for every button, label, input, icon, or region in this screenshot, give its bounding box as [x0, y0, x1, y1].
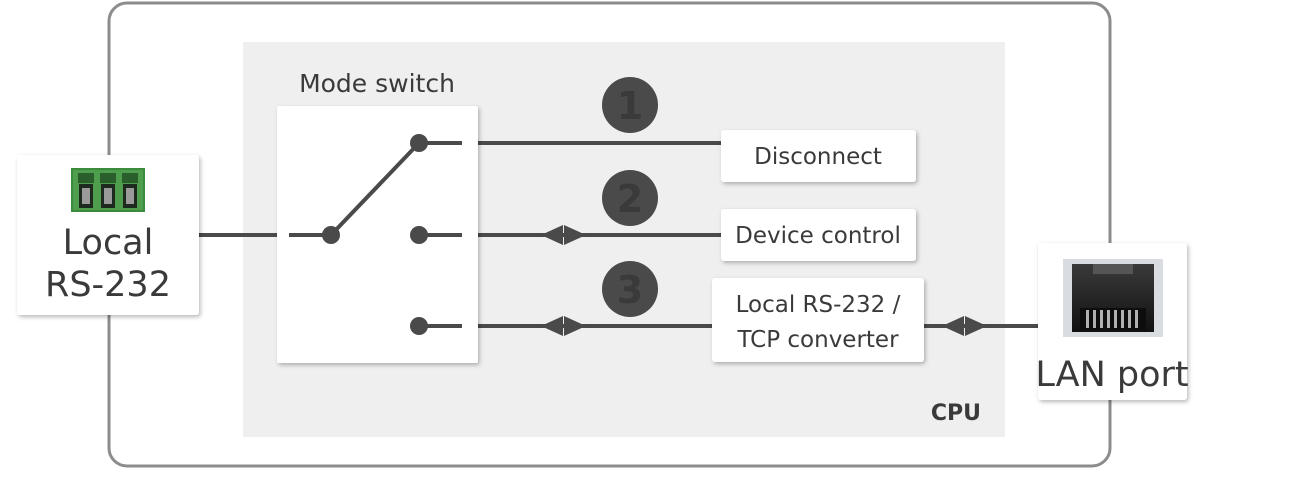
local-rs232-port: Local RS-232 — [17, 155, 199, 315]
mode-badge-2: 2 — [602, 170, 658, 226]
terminal-block-connector-icon — [71, 168, 145, 212]
switch-contact-2 — [410, 226, 428, 244]
local-port-label-line1: Local — [63, 223, 154, 263]
switch-pivot — [322, 226, 340, 244]
disconnect-label: Disconnect — [754, 144, 882, 170]
cpu-label: CPU — [931, 401, 981, 426]
mode-switch-label: Mode switch — [299, 69, 455, 98]
switch-lever — [329, 141, 421, 237]
switch-contact-3 — [410, 317, 428, 335]
mode-badge-1: 1 — [602, 77, 658, 133]
device-control-box: Device control — [721, 209, 916, 261]
rj45-ethernet-jack-icon — [1063, 259, 1163, 337]
disconnect-box: Disconnect — [721, 130, 916, 182]
bidirectional-arrows — [541, 225, 987, 336]
rs232-tcp-converter-box: Local RS-232 / TCP converter — [712, 278, 924, 362]
mode-badge-3: 3 — [602, 261, 658, 317]
mode3-bidirectional-arrow-icon — [541, 316, 586, 336]
local-port-label-line2: RS-232 — [45, 265, 171, 305]
mode-badge-2-number: 2 — [617, 177, 643, 221]
mode2-bidirectional-arrow-icon — [541, 225, 586, 245]
lan-port: LAN port — [1035, 243, 1189, 400]
lan-bidirectional-arrow-icon — [942, 316, 987, 336]
mode-badge-1-number: 1 — [617, 84, 643, 128]
switch-contact-1 — [410, 134, 428, 152]
mode-switch — [277, 106, 478, 363]
converter-label-line2: TCP converter — [736, 327, 899, 353]
converter-label-line1: Local RS-232 / — [736, 292, 901, 318]
lan-port-label: LAN port — [1035, 355, 1188, 395]
mode-badge-3-number: 3 — [617, 268, 643, 312]
device-control-label: Device control — [735, 223, 901, 249]
